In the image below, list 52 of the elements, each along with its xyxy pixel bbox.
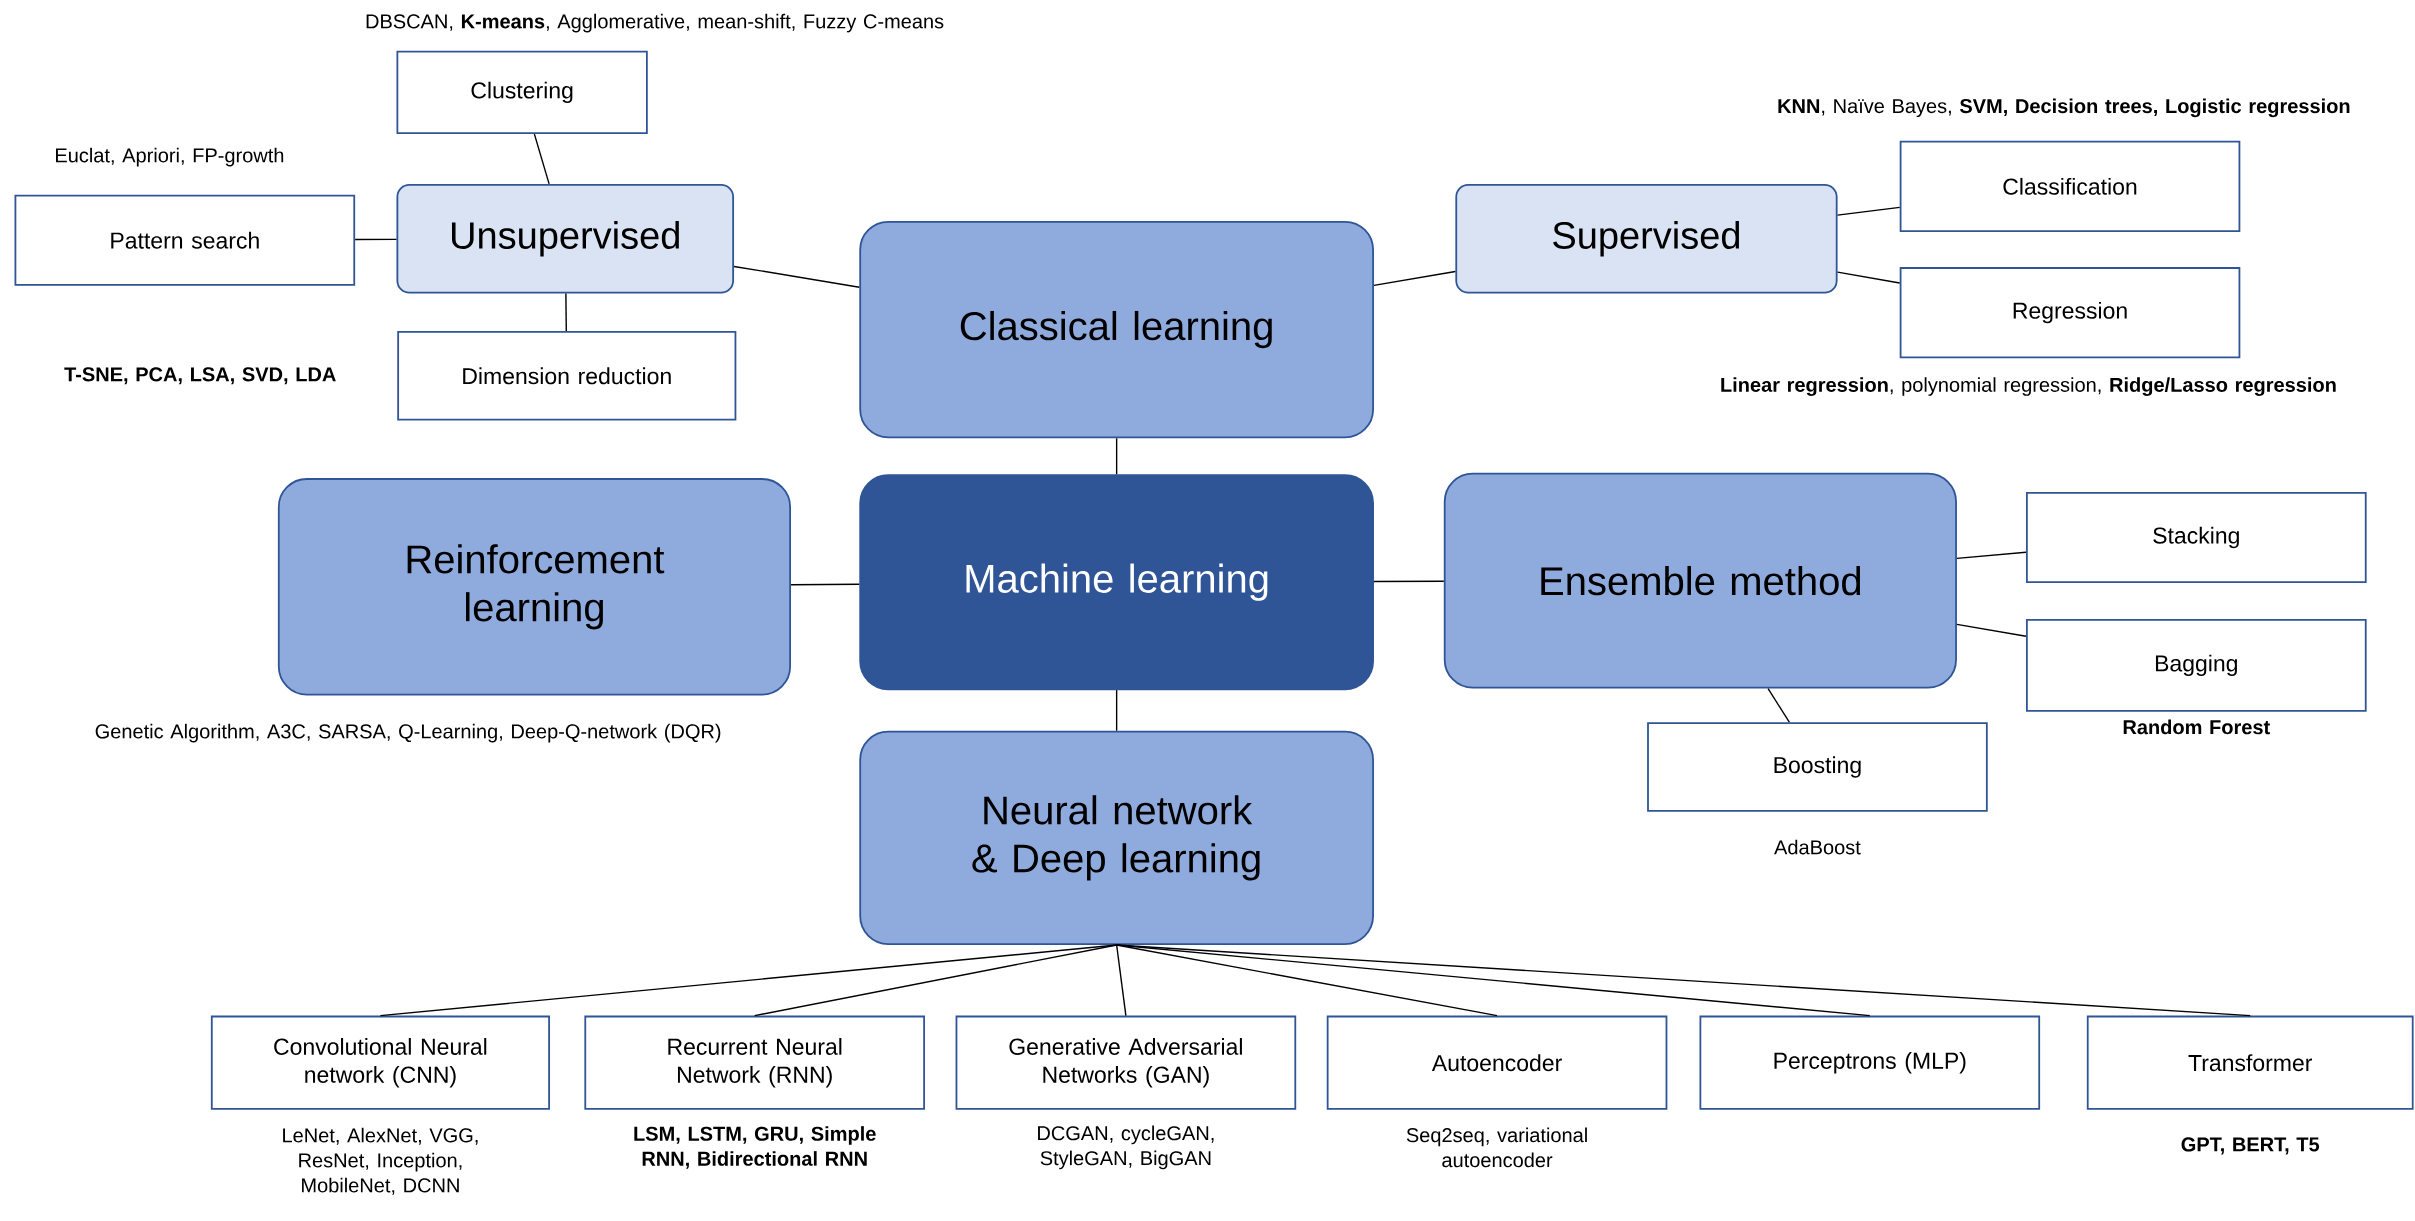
- example-list: DBSCAN, K-means, Agglomerative, mean-shift, Fuzzy C-means: [366, 13, 944, 33]
- connector-line: [1115, 437, 1118, 475]
- category-box: Reinforcement learning: [277, 477, 791, 696]
- method-box: Stacking: [2026, 491, 2367, 583]
- example-list: GPT, BERT, T5: [2181, 1137, 2320, 1155]
- connector-line: [754, 944, 1118, 1017]
- category-box: Classical learning: [859, 220, 1374, 439]
- connector-line: [1115, 944, 2251, 1017]
- connector-line: [1373, 270, 1457, 286]
- connector-line: [1836, 206, 1901, 216]
- example-list: KNN, Naïve Bayes, SVM, Decision trees, Logistic regression: [1778, 98, 2350, 117]
- example-list: AdaBoost: [1774, 839, 1861, 855]
- method-box: Recurrent Neural Network (RNN): [584, 1015, 925, 1110]
- method-box: Classification: [1899, 140, 2241, 232]
- category-box: Ensemble method: [1443, 472, 1957, 689]
- method-box: Generative Adversarial Networks (GAN): [955, 1015, 1297, 1110]
- method-box: Clustering: [396, 50, 648, 134]
- method-box: Pattern search: [14, 194, 356, 286]
- connector-line: [1836, 271, 1901, 284]
- connector-line: [379, 944, 1118, 1017]
- connector-line: [1115, 689, 1118, 732]
- connector-line: [1767, 687, 1790, 723]
- subcategory-box: Supervised: [1455, 183, 1838, 294]
- method-box: Transformer: [2086, 1015, 2414, 1110]
- category-box: Neural network & Deep learning: [859, 730, 1374, 945]
- central-box: Machine learning: [859, 474, 1374, 690]
- example-list: Genetic Algorithm, A3C, SARSA, Q-Learning, Deep-Q-network (DQR): [95, 723, 721, 743]
- example-list: LeNet, AlexNet, VGG, ResNet, Inception, MobileNet, DCNN: [283, 1127, 478, 1195]
- connector-line: [1956, 551, 2027, 559]
- connector-line: [1373, 580, 1445, 583]
- example-list: T-SNE, PCA, LSA, SVD, LDA: [64, 367, 336, 385]
- example-list: Random Forest: [2123, 719, 2270, 735]
- method-box: Bagging: [2026, 618, 2367, 712]
- method-box: Regression: [1899, 266, 2241, 359]
- example-list: Linear regression, polynomial regression, Ridge/Lasso regression: [1721, 377, 2336, 396]
- method-box: Perceptrons (MLP): [1699, 1015, 2041, 1110]
- connector-line: [533, 133, 550, 185]
- connector-line: [733, 265, 860, 288]
- subcategory-box: Unsupervised: [396, 183, 735, 294]
- connector-line: [565, 292, 567, 332]
- example-list: Seq2seq, variational autoencoder: [1406, 1127, 1587, 1168]
- connector-line: [790, 583, 860, 586]
- example-list: LSM, LSTM, GRU, Simple RNN, Bidirectional RNN: [634, 1125, 876, 1169]
- example-list: Euclat, Apriori, FP-growth: [56, 147, 284, 167]
- connector-line: [354, 238, 398, 241]
- method-box: Dimension reduction: [397, 330, 737, 421]
- method-box: Autoencoder: [1326, 1015, 1668, 1110]
- connector-line: [1115, 944, 1127, 1017]
- method-box: Convolutional Neural network (CNN): [210, 1015, 550, 1110]
- method-box: Boosting: [1647, 722, 1988, 812]
- example-list: DCGAN, cycleGAN, StyleGAN, BigGAN: [1038, 1125, 1214, 1170]
- connector-line: [1956, 623, 2027, 637]
